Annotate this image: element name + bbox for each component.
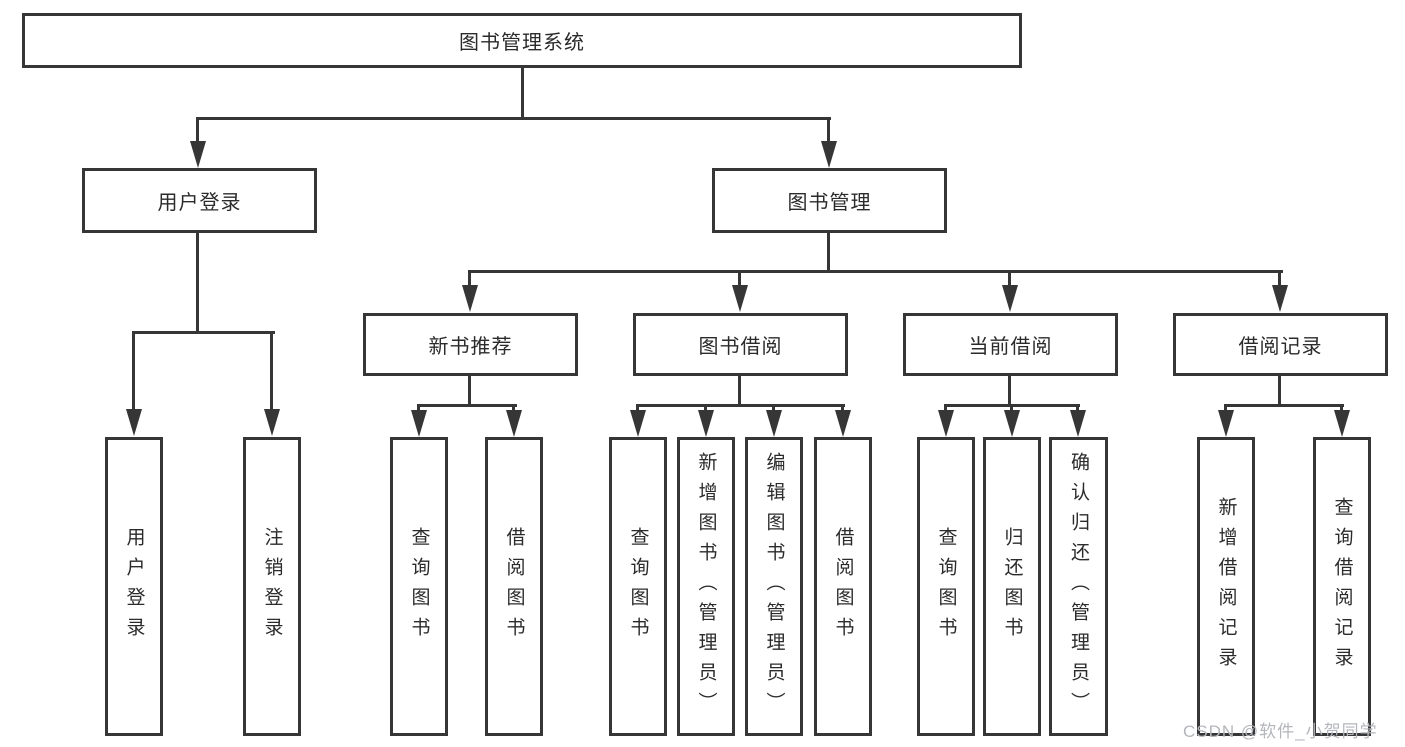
node-label: 图书借阅	[698, 336, 783, 358]
node-leaf-edit-book-admin: 编辑图书（管理员）	[745, 437, 803, 736]
node-book-management: 图书管理	[712, 168, 947, 233]
node-label: 查询借阅记录	[1331, 496, 1353, 677]
node-label: 注销登录	[261, 526, 283, 647]
arrowhead-icon	[1070, 410, 1086, 437]
connector-line	[636, 404, 845, 407]
arrowhead-icon	[1002, 285, 1018, 312]
arrowhead-icon	[732, 285, 748, 312]
node-new-book-recommend: 新书推荐	[363, 313, 578, 376]
node-label: 图书管理	[787, 192, 872, 214]
node-leaf-query-book-2: 查询图书	[609, 437, 667, 736]
arrowhead-icon	[411, 410, 427, 437]
arrowhead-icon	[1004, 410, 1020, 437]
node-leaf-query-book-3: 查询图书	[917, 437, 975, 736]
arrowhead-icon	[1334, 410, 1350, 437]
connector-line	[270, 331, 273, 411]
connector-line	[1008, 376, 1011, 407]
node-label: 编辑图书（管理员）	[763, 451, 785, 722]
node-label: 借阅图书	[832, 526, 854, 647]
connector-line	[196, 117, 831, 120]
node-book-borrow: 图书借阅	[633, 313, 848, 376]
node-label: 新增图书（管理员）	[695, 451, 717, 722]
node-leaf-query-book-1: 查询图书	[390, 437, 448, 736]
connector-line	[417, 404, 517, 407]
connector-line	[827, 117, 830, 143]
node-label: 图书管理系统	[459, 32, 585, 54]
arrowhead-icon	[1218, 410, 1234, 437]
node-leaf-logout: 注销登录	[243, 437, 301, 736]
node-user-login: 用户登录	[82, 168, 317, 233]
node-leaf-borrow-book-2: 借阅图书	[814, 437, 872, 736]
connector-line	[468, 270, 1283, 273]
connector-line	[841, 404, 844, 412]
connector-line	[636, 404, 639, 412]
node-label: 借阅记录	[1238, 336, 1323, 358]
connector-line	[1278, 376, 1281, 407]
arrowhead-icon	[126, 409, 142, 436]
node-leaf-return-book: 归还图书	[983, 437, 1041, 736]
connector-line	[738, 270, 741, 287]
connector-line	[132, 331, 135, 411]
connector-line	[468, 376, 471, 407]
node-leaf-add-book-admin: 新增图书（管理员）	[677, 437, 735, 736]
connector-line	[417, 404, 420, 412]
connector-line	[738, 376, 741, 407]
arrowhead-icon	[835, 410, 851, 437]
connector-line	[1340, 404, 1343, 412]
node-label: 借阅图书	[503, 526, 525, 647]
connector-line	[827, 233, 830, 273]
node-leaf-borrow-book-1: 借阅图书	[485, 437, 543, 736]
node-label: 查询图书	[627, 526, 649, 647]
arrowhead-icon	[938, 410, 954, 437]
connector-line	[772, 404, 775, 412]
node-label: 确认归还（管理员）	[1068, 451, 1089, 722]
connector-line	[521, 68, 524, 119]
arrowhead-icon	[264, 409, 280, 436]
node-label: 新增借阅记录	[1215, 496, 1237, 677]
connector-line	[196, 117, 199, 143]
connector-line	[468, 270, 471, 287]
node-leaf-confirm-return-admin: 确认归还（管理员）	[1049, 437, 1108, 736]
connector-line	[1278, 270, 1281, 287]
connector-line	[1010, 404, 1013, 412]
arrowhead-icon	[698, 410, 714, 437]
connector-line	[1076, 404, 1079, 412]
connector-line	[196, 233, 199, 334]
node-leaf-query-borrow-record: 查询借阅记录	[1313, 437, 1371, 736]
connector-line	[1224, 404, 1344, 407]
connector-line	[704, 404, 707, 412]
csdn-watermark: CSDN @软件_小贺同学	[1183, 722, 1378, 741]
connector-line	[1008, 270, 1011, 287]
node-leaf-add-borrow-record: 新增借阅记录	[1197, 437, 1255, 736]
arrowhead-icon	[766, 410, 782, 437]
connector-line	[1224, 404, 1227, 412]
arrowhead-icon	[630, 410, 646, 437]
arrowhead-icon	[1272, 285, 1288, 312]
connector-line	[132, 331, 275, 334]
node-borrow-records: 借阅记录	[1173, 313, 1388, 376]
node-label: 用户登录	[123, 526, 145, 647]
node-label: 查询图书	[408, 526, 430, 647]
node-library-management-system: 图书管理系统	[22, 13, 1022, 68]
arrowhead-icon	[506, 410, 522, 437]
arrowhead-icon	[190, 141, 206, 168]
arrowhead-icon	[821, 141, 837, 168]
node-leaf-user-login: 用户登录	[105, 437, 163, 736]
arrowhead-icon	[462, 285, 478, 312]
node-label: 用户登录	[157, 192, 242, 214]
node-label: 归还图书	[1001, 526, 1023, 647]
node-label: 新书推荐	[428, 336, 513, 358]
node-label: 查询图书	[935, 526, 957, 647]
connector-line	[512, 404, 515, 412]
node-label: 当前借阅	[968, 336, 1053, 358]
node-current-borrow: 当前借阅	[903, 313, 1118, 376]
connector-line	[944, 404, 947, 412]
